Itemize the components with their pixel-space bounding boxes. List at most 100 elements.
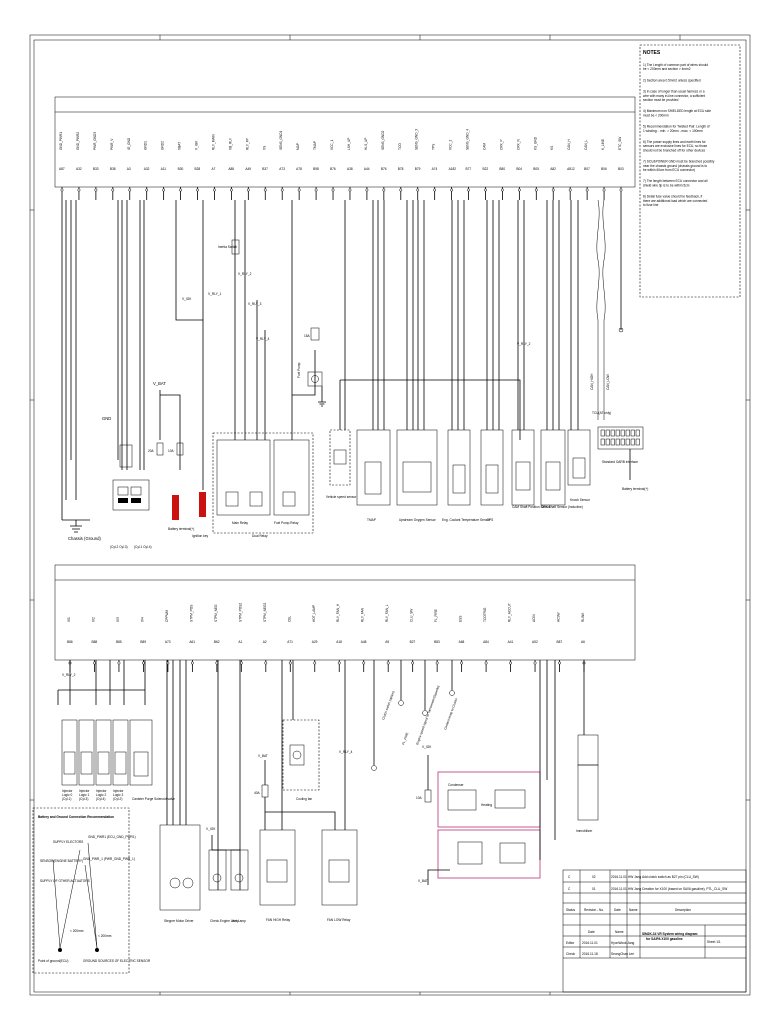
gb-ground-sources: GROUND SOURCES OF ELECTRIC SENSOR: [83, 959, 151, 963]
sheet-outer-border: [29, 34, 751, 996]
gnd-label: GND: [102, 416, 111, 421]
pin-terminal: [619, 188, 623, 192]
fan-section: V_BAT 40A Cooling fan V_RLY_4 FAN HIGH R…: [254, 660, 358, 922]
ecu-pin-number: B30: [178, 167, 184, 171]
obd-pin: [620, 429, 625, 437]
ecu-pin-name: IV4: [140, 617, 144, 622]
pin-terminal: [141, 661, 145, 665]
v-rly-1-label: V_RLY_1: [208, 292, 222, 296]
ecu-pin-name: IV3: [116, 617, 120, 622]
immobilizer-label: Immobilizer: [576, 829, 593, 833]
fuse-10a-label: 10A: [168, 449, 175, 453]
ecu-pin-name: LSH_UP: [347, 138, 351, 150]
pin-terminal: [94, 188, 98, 192]
tco-label: Coolant temp to Cluster: [443, 697, 459, 731]
gb-point: Point of ground(ECU): [38, 959, 68, 963]
ecu-pin-number: A29: [312, 640, 318, 644]
ecu-pin-name: GND_PWR2: [76, 132, 80, 150]
ecu-pin-number: A74: [432, 167, 438, 171]
battery-terminal-red: [172, 495, 179, 520]
ecu-pin-number: A32: [76, 167, 82, 171]
upstream-o2-sensor: [396, 429, 438, 506]
ground-recommendation-box: Battery and Ground Connection Recommenda…: [32, 807, 151, 974]
injector-box: [95, 719, 112, 786]
ground-section: GND Chassis (Ground) (Cyl.2 Cyl.3) (Cyl.…: [61, 200, 152, 549]
ecu-pin-name: MAP: [296, 143, 300, 150]
obd-pin: [625, 438, 630, 446]
ecu-pin-name: STPM_NEG: [214, 604, 218, 622]
ecu-pin-number: A73: [279, 167, 285, 171]
ecu-pin-number: A2: [263, 640, 267, 644]
rev-row-2-status: C: [568, 887, 571, 891]
ecu-pin-name: GND1: [144, 141, 148, 150]
ecu-pin-name: CLU_SW: [410, 609, 414, 622]
pin-terminal: [263, 188, 267, 192]
canister-purge-valve: [129, 719, 153, 786]
pin-terminal: [509, 661, 513, 665]
ecu-pin-number: B28: [195, 167, 201, 171]
pin-terminal: [229, 188, 233, 192]
ground-splice-block: [119, 444, 133, 468]
pin-terminal: [534, 188, 538, 192]
ecu-pin-name: VCC_1: [330, 139, 334, 150]
ecu-pin-name: GND2: [161, 141, 165, 150]
ecu-pin-number: A18: [336, 640, 342, 644]
rev-row-1-author: HW Jang: [628, 875, 641, 879]
actuator-section: Stepper Motor Driver V_IGK Check Engine …: [159, 660, 249, 923]
note-item: 1) The Length of common part of wires sh…: [643, 63, 708, 71]
coolant-label: Eng. Coolant Temperature Sensor: [442, 518, 491, 522]
heating-label: Heating: [481, 803, 492, 807]
obd-pin: [630, 429, 635, 437]
sheet-inner-border: [33, 39, 747, 993]
meta-editor-date: 2016.11.01: [582, 941, 598, 945]
pin-terminal: [190, 661, 194, 665]
hot-lamp-label: Hot Lamp: [232, 919, 246, 923]
pin-terminal: [585, 188, 589, 192]
ecu-pin-number: A7: [211, 167, 215, 171]
fan-low-label: FAN LOW Relay: [327, 918, 351, 922]
ecu-pin-name: VB_RLY: [228, 137, 232, 150]
ac-section: V_IGK 10A Condenser Heating V_BAT: [416, 660, 556, 885]
ecu-pin-name: HLS_UP: [364, 138, 368, 150]
gb-gnd-pwr: GND_PWR_1 (PWR_GND_PWR_1): [83, 857, 135, 861]
crk-label: CRK Shaft Sensor (Inductive): [541, 505, 583, 509]
ecu-pin-name: GND_PWR1: [59, 132, 63, 150]
ecu-pin-number: B79: [415, 167, 421, 171]
pin-terminal: [288, 661, 292, 665]
vehicle-speed-sensor: [329, 429, 351, 486]
ecu-pin-number: A73: [165, 640, 171, 644]
can-high-label: CAN_HIGH: [590, 373, 594, 390]
canister-label: Canister Purge Solenoid valve: [132, 797, 175, 801]
ecu-pin-number: A9: [385, 640, 389, 644]
ac-relay-box: [437, 771, 541, 828]
gb-len1: < 200mm: [70, 929, 84, 933]
obd-pin: [610, 438, 615, 446]
v-igk-ac-label: V_IGK: [422, 745, 432, 749]
ecu-pin-name: ACIN: [532, 614, 536, 622]
pin-terminal: [386, 661, 390, 665]
rev-header-desc: Description: [675, 908, 691, 912]
ecu-pin-number: A87: [59, 167, 65, 171]
ecu-pin-number: A182: [449, 167, 457, 171]
pin-terminal: [450, 188, 454, 192]
tmap-label: TMAP: [367, 518, 376, 522]
ecu-pin-name: ACSW: [557, 612, 561, 622]
v-rly-2b-label: V_RLY_2: [517, 342, 531, 346]
ecu-pin-name: VCC_2: [449, 139, 453, 150]
fuse-40a: [261, 784, 269, 798]
pin-terminal: [348, 188, 352, 192]
gb-to-supply: SUPPLY OF OTHER ACTUATORS: [40, 879, 90, 883]
ecu-pin-name: SENS_GND_3: [415, 129, 419, 150]
obd-pin: [600, 438, 605, 446]
fuse-20a-label: 20A: [148, 449, 155, 453]
tmap-sensor: [356, 429, 391, 506]
ecu-connector-top: [54, 96, 636, 188]
notes-box: NOTES 1) The Length of common part of wi…: [639, 44, 741, 298]
stepper-label: Stepper Motor Driver: [164, 919, 195, 923]
obd-pin: [605, 438, 610, 446]
ecu-pin-name: CAN_L: [584, 139, 588, 150]
power-section: V_BAT 20A 10A Battery terminal(+) Igniti…: [148, 200, 209, 538]
